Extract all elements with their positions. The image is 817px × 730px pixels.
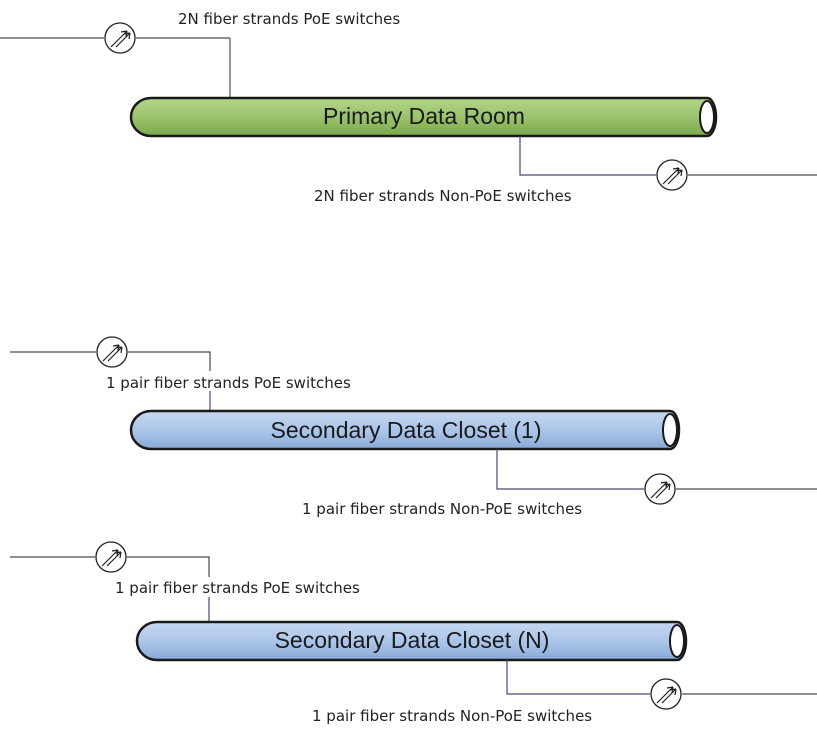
nonpoe-label: 1 pair fiber strands Non-PoE switches bbox=[312, 707, 592, 725]
fiber-connector-icon bbox=[95, 541, 127, 573]
fiber-connector-icon bbox=[656, 159, 688, 191]
nonpoe-label: 1 pair fiber strands Non-PoE switches bbox=[302, 500, 582, 518]
nonpoe-drop-line bbox=[506, 660, 650, 695]
room-cylinder bbox=[129, 96, 718, 138]
fiber-connector-icon bbox=[644, 473, 676, 505]
room-group-primary: 2N fiber strands PoE switches Primary Da… bbox=[0, 10, 817, 205]
poe-label: 1 pair fiber strands PoE switches bbox=[106, 374, 351, 392]
poe-label: 1 pair fiber strands PoE switches bbox=[115, 579, 360, 597]
room-title: Secondary Data Closet (1) bbox=[270, 417, 541, 443]
nonpoe-drop-line bbox=[519, 136, 656, 176]
fiber-connector-icon bbox=[96, 336, 128, 368]
nonpoe-drop-line bbox=[496, 449, 644, 490]
fiber-connector-icon bbox=[104, 22, 136, 54]
room-title: Primary Data Room bbox=[323, 103, 525, 129]
room-group-closet-n: 1 pair fiber strands PoE switches Second… bbox=[10, 541, 817, 725]
poe-fiber-line bbox=[128, 351, 211, 371]
room-cylinder bbox=[135, 620, 688, 662]
room-group-closet-1: 1 pair fiber strands PoE switches Second… bbox=[10, 336, 817, 518]
room-title: Secondary Data Closet (N) bbox=[275, 627, 550, 653]
fiber-connector-icon bbox=[650, 678, 682, 710]
poe-label: 2N fiber strands PoE switches bbox=[178, 10, 400, 28]
poe-fiber-line bbox=[127, 556, 210, 577]
room-cylinder bbox=[129, 409, 681, 451]
nonpoe-label: 2N fiber strands Non-PoE switches bbox=[314, 187, 572, 205]
